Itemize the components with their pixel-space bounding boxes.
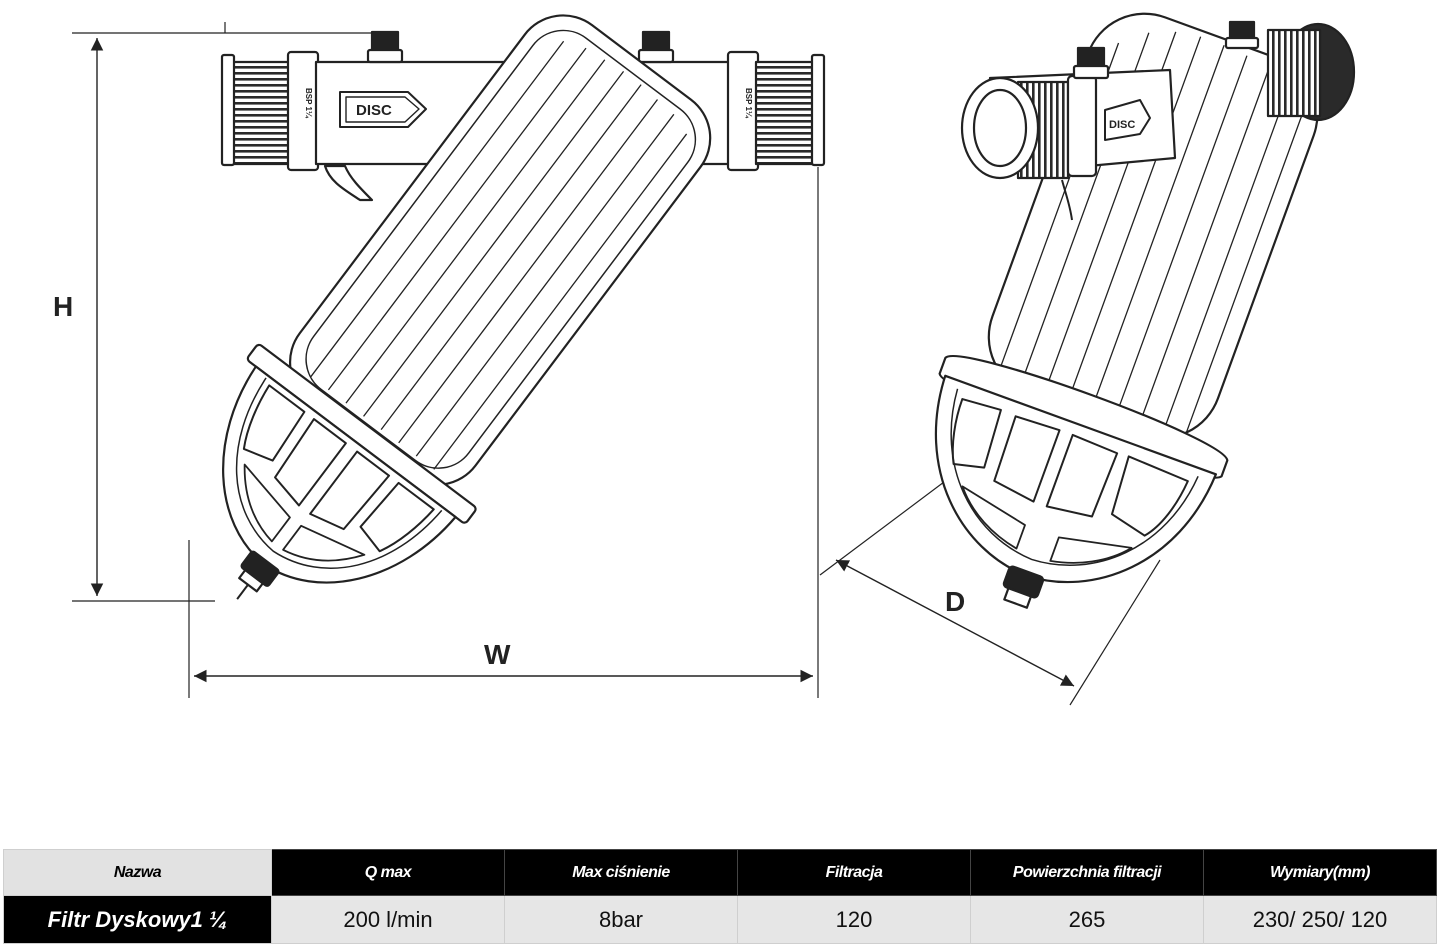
thread-marking-right: BSP 1¼ xyxy=(744,88,753,119)
inlet-thread xyxy=(230,60,292,166)
front-inlet: DISC xyxy=(960,46,1177,221)
disc-logo-badge: DISC xyxy=(339,91,427,128)
depth-label: D xyxy=(945,586,965,617)
gauge-port-right xyxy=(637,30,675,64)
thread-marking-left: BSP 1¼ xyxy=(304,88,313,119)
depth-dimension: D xyxy=(819,469,1161,706)
cell-dimensions: 230/ 250/ 120 xyxy=(1203,895,1437,944)
side-view: H W BSP 1¼ BSP 1¼ xyxy=(53,14,826,698)
cell-filtration: 120 xyxy=(737,895,971,944)
cell-max-pressure: 8bar xyxy=(504,895,738,944)
header-q-max: Q max xyxy=(271,849,505,896)
front-disc-logo-text: DISC xyxy=(1109,119,1135,131)
cell-name: Filtr Dyskowy1 ¼ xyxy=(3,895,272,944)
cell-q-max: 200 l/min xyxy=(271,895,505,944)
header-dimensions: Wymiary(mm) xyxy=(1203,849,1437,896)
header-name: Nazwa xyxy=(3,849,272,896)
disc-logo-text: DISC xyxy=(356,102,392,119)
width-dimension: W xyxy=(188,150,819,698)
outlet-thread xyxy=(754,60,818,166)
width-label: W xyxy=(484,639,511,670)
header-max-pressure: Max ciśnienie xyxy=(504,849,738,896)
gauge-port-left xyxy=(366,30,404,64)
back-outlet-thread xyxy=(1266,22,1356,122)
header-filtration: Filtracja xyxy=(737,849,971,896)
specification-table: Nazwa Q max Max ciśnienie Filtracja Powi… xyxy=(3,849,1437,944)
table-header-row: Nazwa Q max Max ciśnienie Filtracja Powi… xyxy=(3,849,1437,896)
cell-filtration-area: 265 xyxy=(970,895,1204,944)
table-row: Filtr Dyskowy1 ¼ 200 l/min 8bar 120 265 … xyxy=(3,895,1437,944)
filter-technical-drawing: H W BSP 1¼ BSP 1¼ xyxy=(53,12,1356,706)
front-view: D xyxy=(819,12,1356,706)
filter-body xyxy=(222,14,712,600)
height-label: H xyxy=(53,291,73,322)
header-filtration-area: Powierzchnia filtracji xyxy=(970,849,1204,896)
front-gauge-port-top xyxy=(1224,20,1260,50)
height-dimension: H xyxy=(53,22,380,602)
